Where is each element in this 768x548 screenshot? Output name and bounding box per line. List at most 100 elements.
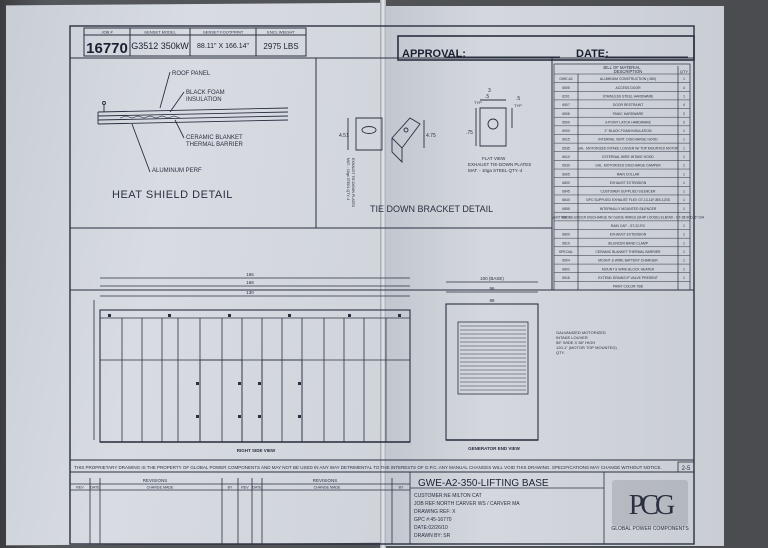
bom-row-description: GAL. MOTORIZED INTAKE LOUVER W/ TOP MOUN… [577, 146, 679, 150]
bom-row-description: CUSTOMER SUPPLIED SILENCER [601, 190, 657, 194]
bom-title: BILL OF MATERIAL [603, 65, 641, 70]
bom-row-qty: 1 [683, 233, 685, 237]
drawing-title: GWE-A2-350-LIFTING BASE [418, 478, 549, 489]
revisions-label-1: REVISIONS [143, 478, 168, 483]
svg-text:56" WIDE X 58" HIGH: 56" WIDE X 58" HIGH [556, 340, 595, 345]
bom-row-qty: 1 [683, 95, 685, 99]
bom-row-code: 6518 [562, 276, 570, 280]
bom-row-code: 6802 [562, 267, 570, 271]
bom-row-description: VERTICAL SILENCER DISCHARGE W/ GUIDE WIR… [552, 215, 705, 219]
bom-row-description: MOUNT & WIRE BLOCK HEATER [602, 267, 655, 271]
bom-row-description: MOUNT & WIRE BATTERY CHARGER [598, 259, 658, 263]
bom-row-description: DOOR RESTRAINT [613, 103, 643, 107]
revision-column-header: BY [399, 486, 404, 490]
revision-column-header: DATE [90, 486, 100, 490]
header-label-footprint: GENSET FOOTPRINT [203, 30, 244, 35]
bom-row-code: GWE-A2 [559, 77, 572, 81]
bom-row-code: 6900 [562, 129, 570, 133]
generator-end-view: 100 (BASE) 96 88 GENERATOR END VIEW GALV… [445, 276, 617, 451]
gpc-logo: PCG GLOBAL POWER COMPONENTS [611, 480, 689, 532]
dim-typ-2: TYP [514, 103, 522, 108]
gpc-number: GPC #:45-16770 [414, 517, 452, 523]
bom-row-qty: 1 [683, 241, 685, 245]
revisions-label-2: REVISIONS [313, 478, 338, 483]
bom-row-qty: 1 [683, 215, 685, 219]
genset-footprint: 88.11" X 166.14" [197, 43, 249, 50]
dim-4-75: 4.75 [426, 133, 436, 139]
job-number: 16770 [86, 40, 128, 57]
svg-text:GALVANIZED MOTORIZED: GALVANIZED MOTORIZED [556, 330, 606, 335]
bom-row-code: 6530 [562, 164, 570, 168]
revision-column-header: CHANGE MADE [147, 486, 174, 490]
logo-letters: PCG [629, 490, 675, 521]
svg-text:INTAKE LOUVER: INTAKE LOUVER [556, 335, 588, 340]
bom-row-code: 6855 [562, 207, 570, 211]
view2-label-line2: EXHAUST TIE-DOWN PLATES [468, 162, 531, 167]
bom-row-code: 6605 [562, 172, 570, 176]
bom-row-description: STAINLESS STEEL HARDWARE [603, 95, 654, 99]
bom-row-code: 6505 [562, 86, 570, 90]
bom-row-description: 2" BLACK FOAM INSULATION [605, 129, 652, 133]
bom-row-description: INTERNAL VERT. DISCHARGE HOOD [598, 138, 658, 142]
sheet-fold [380, 0, 386, 548]
logo-text: GLOBAL POWER COMPONENTS [611, 526, 689, 532]
revision-column-header: BY [228, 486, 233, 490]
side-dim-enclosure: 168 [246, 280, 254, 285]
disclaimer: THIS PROPRIETARY DRAWING IS THE PROPERTY… [74, 465, 662, 470]
bom-row-code: 6870 [562, 215, 570, 219]
bom-col-qty: QTY [680, 69, 689, 74]
bom-row-code: 6508 [562, 112, 570, 116]
bom-row-qty: 4 [683, 103, 685, 107]
revision-column-header: CHANGE MADE [314, 486, 341, 490]
bom-row-qty: 1 [683, 181, 685, 185]
bom-row-description: GAL. MOTORIZED DISCHARGE DAMPER [595, 164, 661, 168]
bom-row-qty: 1 [683, 259, 685, 263]
drawing-ref: DRAWING REF: X [414, 509, 456, 515]
dim-75: .75 [466, 130, 473, 136]
revision-column-header: REV [241, 486, 249, 490]
tie-down-title: TIE DOWN BRACKET DETAIL [370, 204, 493, 214]
bom-row-description: RAIN CAP - GT-22-RC [611, 224, 646, 228]
drawn-by: DRAWN BY: SR [414, 533, 451, 539]
view2-label-line1: FLAT VIEW [482, 156, 506, 161]
heat-shield-title: HEAT SHIELD DETAIL [112, 189, 233, 201]
dim-5-top: .5 [485, 94, 489, 100]
side-view-label: RIGHT SIDE VIEW [237, 448, 276, 453]
bom-row-code: 6615 [562, 138, 570, 142]
bom-row-qty: 1 [683, 138, 685, 142]
job-ref: JOB REF:NORTH CARVER WS / CARVER MA [414, 501, 520, 507]
date-label: DATE: [576, 48, 609, 60]
bom-row-description: PAINT COLOR TBD [613, 285, 644, 289]
bom-row-code: 6504 [562, 259, 570, 263]
callout-insulation: INSULATION [186, 97, 222, 103]
callout-ceramic-blanket: CERAMIC BLANKET [186, 135, 243, 141]
view2-label-line3: MAT. - 10ga STEEL QTY.-4 [468, 168, 523, 173]
header-label-weight: ENCL WEIGHT [267, 30, 295, 35]
bom-row-code: 6800 [562, 181, 570, 185]
callout-roof-panel: ROOF PANEL [172, 71, 211, 77]
bom-row-qty: 1 [683, 250, 685, 254]
svg-text:QTY.: QTY. [556, 350, 565, 355]
bom-row-code: 6810 [562, 241, 570, 245]
end-dim-enclosure: 96 [489, 286, 495, 291]
side-dim-overall: 166 [246, 272, 254, 277]
bom-row-description: INTERNALLY MOUNTED SILENCER [600, 207, 657, 211]
title-block: THIS PROPRIETARY DRAWING IS THE PROPERTY… [70, 461, 695, 544]
svg-text:120-1" (MOTOR TOP MOUNTED): 120-1" (MOTOR TOP MOUNTED) [556, 345, 617, 350]
dim-5-side: .5 [516, 96, 520, 102]
header-label-model: GENSET MODEL [144, 30, 176, 35]
bom-row-code: 6610 [562, 155, 570, 159]
heat-shield-detail: ROOF PANEL BLACK FOAM INSULATION CERAMIC… [97, 71, 289, 201]
right-side-view: 166 168 130 RIGHT SIDE VIEW [93, 272, 411, 453]
louver-note: GALVANIZED MOTORIZED INTAKE LOUVER 56" W… [556, 330, 617, 355]
bom-row-qty: 1 [683, 276, 685, 280]
end-dim-inner: 88 [489, 298, 495, 303]
bom-row-code: 6840 [562, 198, 570, 202]
bom-row-qty: 1 [683, 129, 685, 133]
side-dim-base: 130 [246, 290, 254, 295]
bom-row-qty: 1 [683, 164, 685, 168]
genset-model: G3512 350kW [131, 41, 189, 51]
